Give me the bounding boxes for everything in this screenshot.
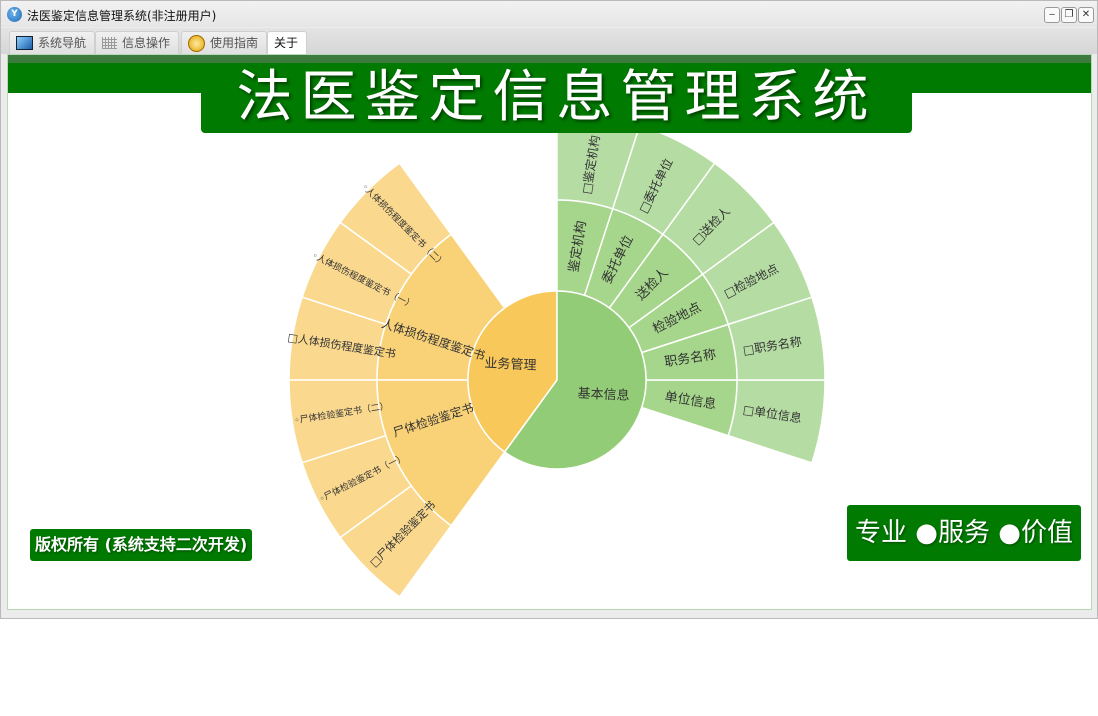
tab-system-nav[interactable]: 系统导航 bbox=[9, 31, 96, 54]
close-button[interactable]: ✕ bbox=[1078, 7, 1094, 23]
help-icon bbox=[188, 34, 205, 52]
sunburst-label: 基本信息 bbox=[577, 385, 630, 403]
tab-label: 系统导航 bbox=[38, 36, 87, 50]
tab-bar: 系统导航 信息操作 使用指南 关于 bbox=[1, 28, 1097, 54]
tab-info-ops[interactable]: 信息操作 bbox=[95, 31, 180, 54]
page-title: 法医鉴定信息管理系统 bbox=[201, 63, 912, 133]
sunburst-segment[interactable] bbox=[503, 290, 647, 470]
sunburst-segment[interactable] bbox=[467, 290, 558, 454]
sunburst-label: 业务管理 bbox=[484, 355, 537, 373]
app-window: Y 法医鉴定信息管理系统(非注册用户) ‒ ❐ ✕ 系统导航 信息操作 使用指南… bbox=[0, 0, 1098, 619]
header-stripe bbox=[8, 55, 1091, 63]
slogan-label: 专业 ●服务 ●价值 bbox=[847, 505, 1081, 561]
tab-label: 信息操作 bbox=[122, 36, 171, 50]
tab-guide[interactable]: 使用指南 bbox=[181, 31, 268, 54]
title-bar: Y 法医鉴定信息管理系统(非注册用户) ‒ ❐ ✕ bbox=[1, 1, 1097, 27]
main-content: 法医鉴定信息管理系统 基本信息鉴定机构□鉴定机构委托单位□委托单位送检人□送检人… bbox=[7, 54, 1092, 610]
tab-about[interactable]: 关于 bbox=[267, 31, 308, 54]
sunburst-chart: 基本信息鉴定机构□鉴定机构委托单位□委托单位送检人□送检人检验地点□检验地点职务… bbox=[287, 111, 826, 598]
minimize-button[interactable]: ‒ bbox=[1044, 7, 1060, 23]
tab-label: 使用指南 bbox=[210, 36, 259, 50]
app-logo-icon: Y bbox=[7, 7, 22, 22]
monitor-icon bbox=[16, 36, 33, 50]
copyright-label: 版权所有 (系统支持二次开发) bbox=[30, 529, 253, 561]
grid-icon bbox=[102, 37, 117, 49]
tab-label: 关于 bbox=[274, 36, 299, 50]
window-title: 法医鉴定信息管理系统(非注册用户) bbox=[27, 9, 217, 23]
restore-button[interactable]: ❐ bbox=[1061, 7, 1077, 23]
